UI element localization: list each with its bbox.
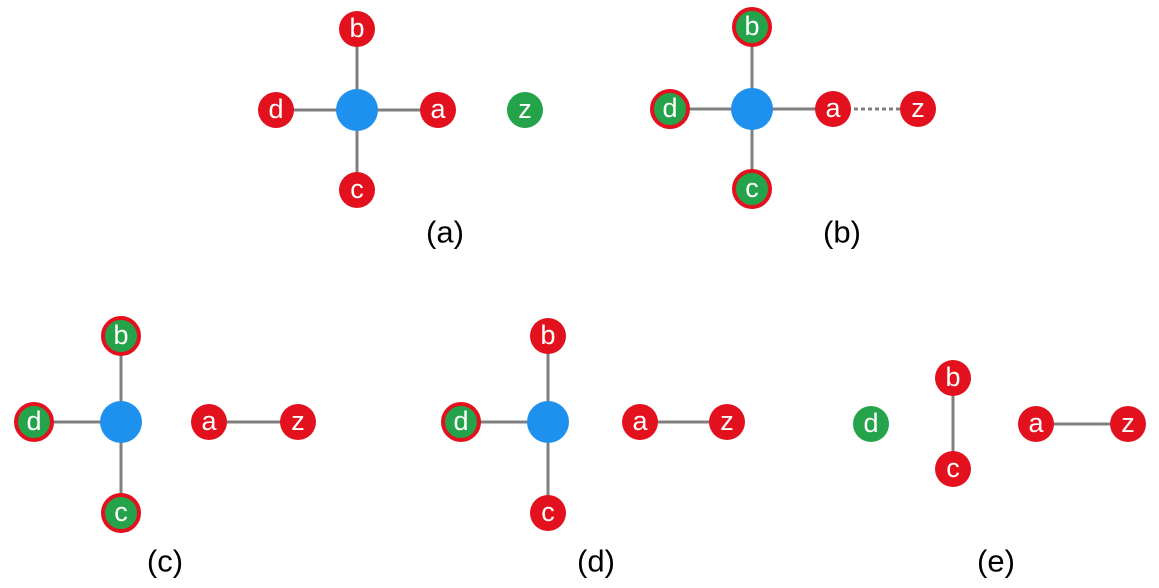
- node-label: b: [113, 320, 128, 350]
- panel-caption: (e): [977, 544, 1015, 579]
- node-label: b: [945, 362, 960, 392]
- node-label: a: [1028, 408, 1044, 438]
- panel-caption: (c): [147, 544, 183, 579]
- panel-4: d b c a z (e): [853, 360, 1146, 579]
- node-label: a: [430, 94, 446, 124]
- node-label: b: [540, 320, 555, 350]
- node-label: d: [268, 94, 283, 124]
- node-label: a: [632, 406, 648, 436]
- node-c: c: [530, 495, 566, 531]
- node-center: [731, 88, 773, 130]
- node-z: z: [280, 404, 316, 440]
- node-c: c: [101, 493, 141, 533]
- node-label: a: [825, 93, 841, 123]
- node-a: a: [1018, 406, 1054, 442]
- panel-caption: (d): [577, 544, 615, 579]
- node-label: d: [26, 406, 41, 436]
- node-z: z: [507, 92, 543, 128]
- node-label: z: [911, 93, 925, 123]
- panel-caption: (a): [426, 215, 464, 250]
- node-center: [527, 401, 569, 443]
- node-a: a: [420, 92, 456, 128]
- node-a: a: [191, 404, 227, 440]
- node-label: c: [114, 497, 128, 527]
- node-label: z: [291, 406, 305, 436]
- panel-1: b d a c z (b): [650, 7, 936, 250]
- node-label: c: [745, 173, 759, 203]
- panel-3: b d c a z (d): [441, 318, 745, 579]
- node-b: b: [101, 316, 141, 356]
- panel-caption: (b): [823, 215, 861, 250]
- node-label: a: [201, 406, 217, 436]
- node-z: z: [900, 91, 936, 127]
- node-a: a: [815, 91, 851, 127]
- node-d: d: [14, 402, 54, 442]
- node-b: b: [339, 11, 375, 47]
- node-label: d: [453, 406, 468, 436]
- node-label: b: [744, 11, 759, 41]
- node-z: z: [1110, 406, 1146, 442]
- node-label: z: [1121, 408, 1135, 438]
- node-label: b: [349, 13, 364, 43]
- node-c: c: [935, 451, 971, 487]
- node-label: d: [863, 408, 878, 438]
- node-center: [100, 401, 142, 443]
- panel-0: b d a c z (a): [258, 11, 543, 250]
- node-label: z: [518, 94, 532, 124]
- node-d: d: [853, 406, 889, 442]
- node-z: z: [709, 404, 745, 440]
- node-label: c: [350, 174, 364, 204]
- node-b: b: [732, 7, 772, 47]
- node-d: d: [441, 402, 481, 442]
- node-label: c: [946, 453, 960, 483]
- node-label: c: [541, 497, 555, 527]
- node-c: c: [732, 169, 772, 209]
- node-c: c: [339, 172, 375, 208]
- node-center: [336, 89, 378, 131]
- node-b: b: [530, 318, 566, 354]
- node-a: a: [622, 404, 658, 440]
- node-label: z: [720, 406, 734, 436]
- node-b: b: [935, 360, 971, 396]
- node-label: d: [662, 93, 677, 123]
- node-d: d: [258, 92, 294, 128]
- panel-2: b d c a z (c): [14, 316, 316, 579]
- node-d: d: [650, 89, 690, 129]
